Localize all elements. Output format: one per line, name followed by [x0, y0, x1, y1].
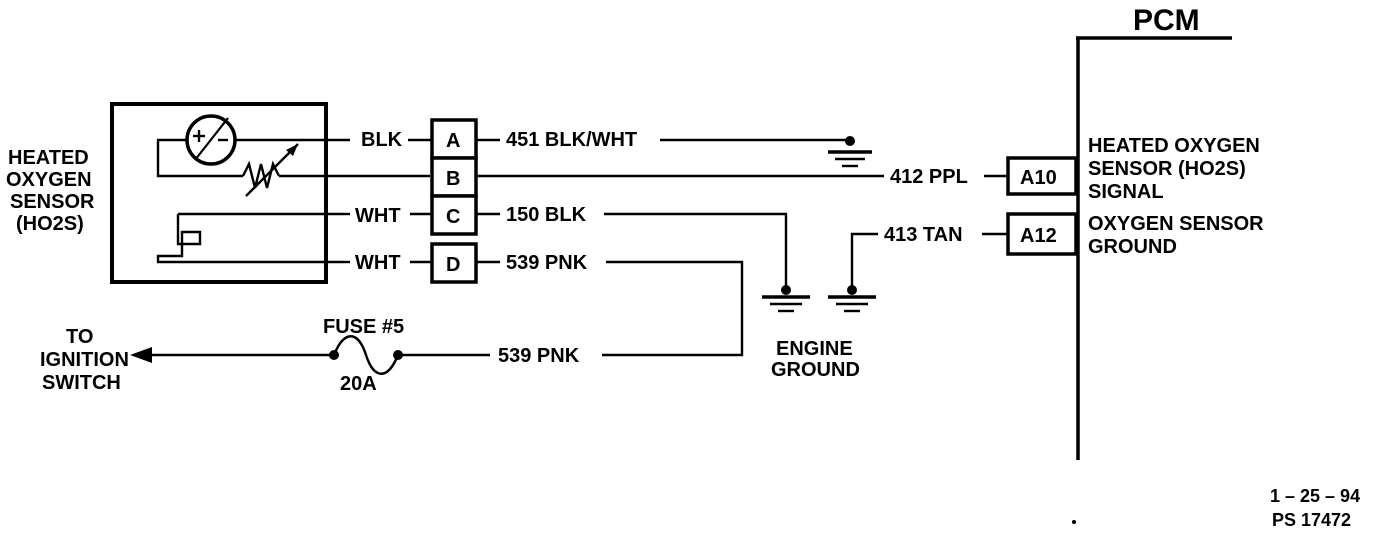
ground-icon: [828, 285, 876, 313]
fuse-icon: [329, 335, 403, 375]
svg-text:ENGINE: ENGINE: [776, 338, 853, 360]
feed-wire-label: 539 PNK: [498, 345, 580, 367]
wire-413-label: 413 TAN: [884, 224, 963, 246]
svg-text:SWITCH: SWITCH: [42, 372, 121, 394]
pcm-pin-a10-description: HEATED OXYGEN SENSOR (HO2S) SIGNAL: [1088, 135, 1260, 203]
heater-element-icon: [156, 212, 344, 264]
pin-a12-label: A12: [1020, 225, 1057, 247]
svg-text:SENSOR (HO2S): SENSOR (HO2S): [1088, 158, 1246, 180]
wire-539-label: 539 PNK: [506, 252, 588, 274]
pcm-pin-a10: A10: [1006, 156, 1078, 196]
connector-pin-d: D: [446, 254, 460, 276]
svg-text:(HO2S): (HO2S): [16, 213, 84, 235]
connector-pin-b: B: [446, 168, 460, 190]
variable-resistor-icon: [241, 143, 430, 197]
svg-text:HEATED OXYGEN: HEATED OXYGEN: [1088, 135, 1260, 157]
connector-pin-c: C: [446, 206, 460, 228]
sensor-label: HEATED OXYGEN SENSOR (HO2S): [6, 147, 95, 235]
ignition-label: TO IGNITION SWITCH: [40, 326, 129, 394]
fuse-name: FUSE #5: [323, 316, 404, 338]
svg-text:GROUND: GROUND: [1088, 236, 1177, 258]
drawing-reference: 1 – 25 – 94 PS 17472: [1270, 486, 1360, 530]
connector: A B C D: [430, 118, 478, 284]
engine-ground-label: ENGINE GROUND: [771, 338, 860, 381]
drawing-ref-number: PS 17472: [1272, 510, 1351, 530]
wire-d-sensor-label: WHT: [355, 252, 401, 274]
fuse-rating: 20A: [340, 373, 377, 395]
svg-text:HEATED: HEATED: [8, 147, 89, 169]
wire-a-sensor-label: BLK: [361, 129, 403, 151]
wire-451-label: 451 BLK/WHT: [506, 129, 637, 151]
ground-icon: [762, 285, 810, 313]
pcm-module: PCM: [1076, 4, 1232, 460]
svg-text:OXYGEN SENSOR: OXYGEN SENSOR: [1088, 213, 1264, 235]
pcm-pin-a12-description: OXYGEN SENSOR GROUND: [1088, 213, 1264, 258]
pcm-pin-a12: A12: [1006, 212, 1078, 256]
sensor-body: [110, 102, 430, 284]
connector-pin-a: A: [446, 130, 460, 152]
ground-icon: [828, 136, 872, 168]
svg-text:SENSOR: SENSOR: [10, 191, 95, 213]
svg-text:TO: TO: [66, 326, 93, 348]
drawing-date: 1 – 25 – 94: [1270, 486, 1360, 506]
svg-text:GROUND: GROUND: [771, 359, 860, 381]
svg-text:SIGNAL: SIGNAL: [1088, 181, 1164, 203]
pin-a10-label: A10: [1020, 167, 1057, 189]
svg-text:OXYGEN: OXYGEN: [6, 169, 92, 191]
wire-c-sensor-label: WHT: [355, 205, 401, 227]
wire-150-label: 150 BLK: [506, 204, 587, 226]
wire-412-label: 412 PPL: [890, 166, 968, 188]
pcm-title: PCM: [1133, 4, 1200, 37]
arrow-left-icon: [130, 347, 152, 363]
plus-minus-icon: [185, 114, 237, 166]
svg-text:IGNITION: IGNITION: [40, 349, 129, 371]
